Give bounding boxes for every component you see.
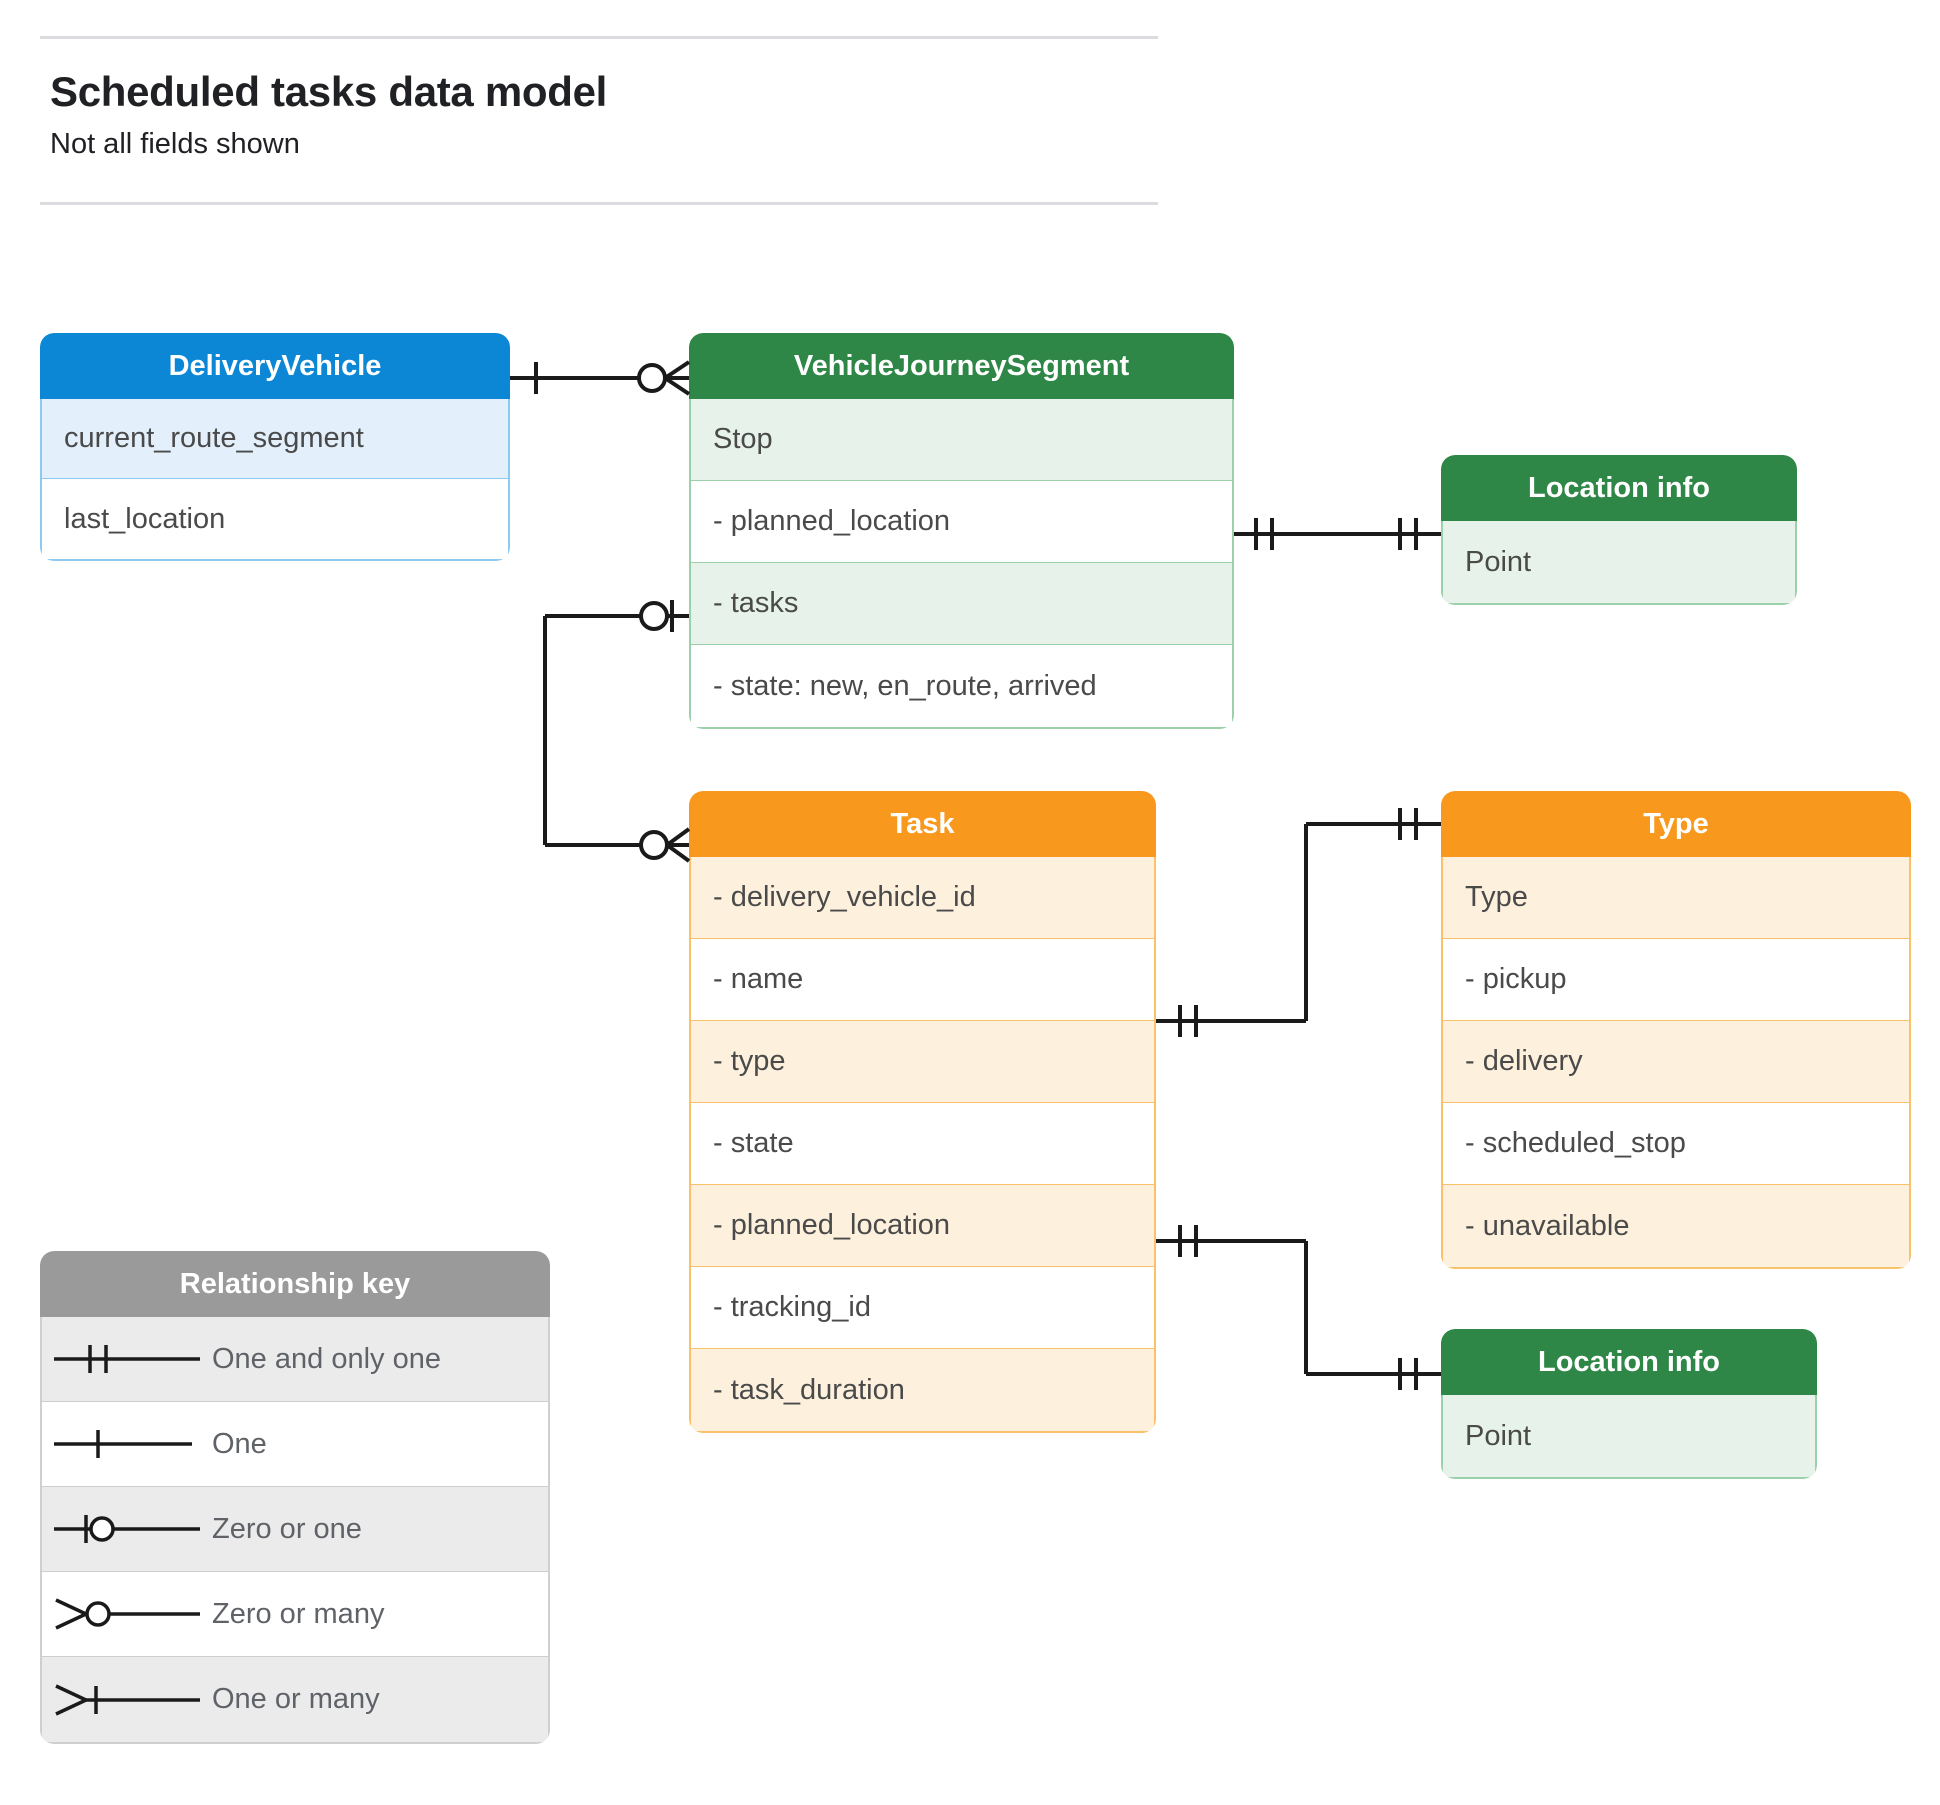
field-row[interactable]: current_route_segment: [42, 399, 508, 479]
entity-location-info-top-rows: Point: [1441, 521, 1797, 605]
page-title: Scheduled tasks data model: [50, 68, 608, 115]
field-row[interactable]: last_location: [42, 479, 508, 559]
field-row[interactable]: Type: [1443, 857, 1909, 939]
legend-item[interactable]: One: [42, 1402, 548, 1487]
field-row[interactable]: - delivery: [1443, 1021, 1909, 1103]
legend-item-label: One: [212, 1427, 267, 1460]
entity-location-info-bottom-rows: Point: [1441, 1395, 1817, 1479]
entity-location-info-top[interactable]: Location info Point: [1441, 455, 1797, 605]
entity-location-info-bottom[interactable]: Location info Point: [1441, 1329, 1817, 1479]
field-row[interactable]: - pickup: [1443, 939, 1909, 1021]
entity-vehicle-journey-segment-title: VehicleJourneySegment: [689, 333, 1234, 399]
field-row[interactable]: - type: [691, 1021, 1154, 1103]
header-divider-top: [40, 36, 1158, 39]
legend-title: Relationship key: [40, 1251, 550, 1317]
field-row[interactable]: Stop: [691, 399, 1232, 481]
entity-location-info-bottom-title: Location info: [1441, 1329, 1817, 1395]
field-row[interactable]: Point: [1443, 1395, 1815, 1477]
legend-item-label: Zero or many: [212, 1597, 385, 1630]
field-row[interactable]: - unavailable: [1443, 1185, 1909, 1267]
field-row[interactable]: - delivery_vehicle_id: [691, 857, 1154, 939]
connector-deliveryvehicle-vehiclejourneysegment: [510, 360, 691, 396]
one-icon: [42, 1424, 212, 1464]
entity-type-rows: Type - pickup - delivery - scheduled_sto…: [1441, 857, 1911, 1269]
one-or-many-icon: [42, 1680, 212, 1720]
field-row[interactable]: - name: [691, 939, 1154, 1021]
field-row[interactable]: - tasks: [691, 563, 1232, 645]
one-and-only-one-icon: [42, 1339, 212, 1379]
entity-delivery-vehicle-rows: current_route_segment last_location: [40, 399, 510, 561]
field-row[interactable]: Point: [1443, 521, 1795, 603]
zero-or-one-icon: [42, 1509, 212, 1549]
legend-relationship-key[interactable]: Relationship key One and only one One: [40, 1251, 550, 1744]
page-subtitle: Not all fields shown: [50, 128, 300, 160]
entity-location-info-top-title: Location info: [1441, 455, 1797, 521]
field-row[interactable]: - state: new, en_route, arrived: [691, 645, 1232, 727]
entity-task-rows: - delivery_vehicle_id - name - type - st…: [689, 857, 1156, 1433]
connector-vjstasks-task: [543, 600, 691, 863]
legend-rows: One and only one One Zero or one: [40, 1317, 550, 1744]
legend-item[interactable]: Zero or many: [42, 1572, 548, 1657]
legend-item[interactable]: One or many: [42, 1657, 548, 1742]
entity-type-title: Type: [1441, 791, 1911, 857]
connector-tasktype-type: [1156, 808, 1441, 1037]
field-row[interactable]: - planned_location: [691, 481, 1232, 563]
entity-task-title: Task: [689, 791, 1156, 857]
field-row[interactable]: - planned_location: [691, 1185, 1154, 1267]
legend-item[interactable]: Zero or one: [42, 1487, 548, 1572]
zero-or-many-icon: [42, 1594, 212, 1634]
entity-vehicle-journey-segment-rows: Stop - planned_location - tasks - state:…: [689, 399, 1234, 729]
connector-taskplannedlocation-locationinfo: [1156, 1225, 1441, 1390]
field-row[interactable]: - scheduled_stop: [1443, 1103, 1909, 1185]
header-divider-bottom: [40, 202, 1158, 205]
legend-item-label: One or many: [212, 1683, 380, 1715]
entity-delivery-vehicle-title: DeliveryVehicle: [40, 333, 510, 399]
field-row[interactable]: - task_duration: [691, 1349, 1154, 1431]
entity-vehicle-journey-segment[interactable]: VehicleJourneySegment Stop - planned_loc…: [689, 333, 1234, 729]
legend-item-label: One and only one: [212, 1342, 441, 1375]
entity-type[interactable]: Type Type - pickup - delivery - schedule…: [1441, 791, 1911, 1269]
field-row[interactable]: - state: [691, 1103, 1154, 1185]
entity-task[interactable]: Task - delivery_vehicle_id - name - type…: [689, 791, 1156, 1433]
legend-item-label: Zero or one: [212, 1512, 362, 1545]
legend-item[interactable]: One and only one: [42, 1317, 548, 1402]
connector-vjs-locationinfo: [1234, 518, 1441, 550]
field-row[interactable]: - tracking_id: [691, 1267, 1154, 1349]
entity-delivery-vehicle[interactable]: DeliveryVehicle current_route_segment la…: [40, 333, 510, 561]
